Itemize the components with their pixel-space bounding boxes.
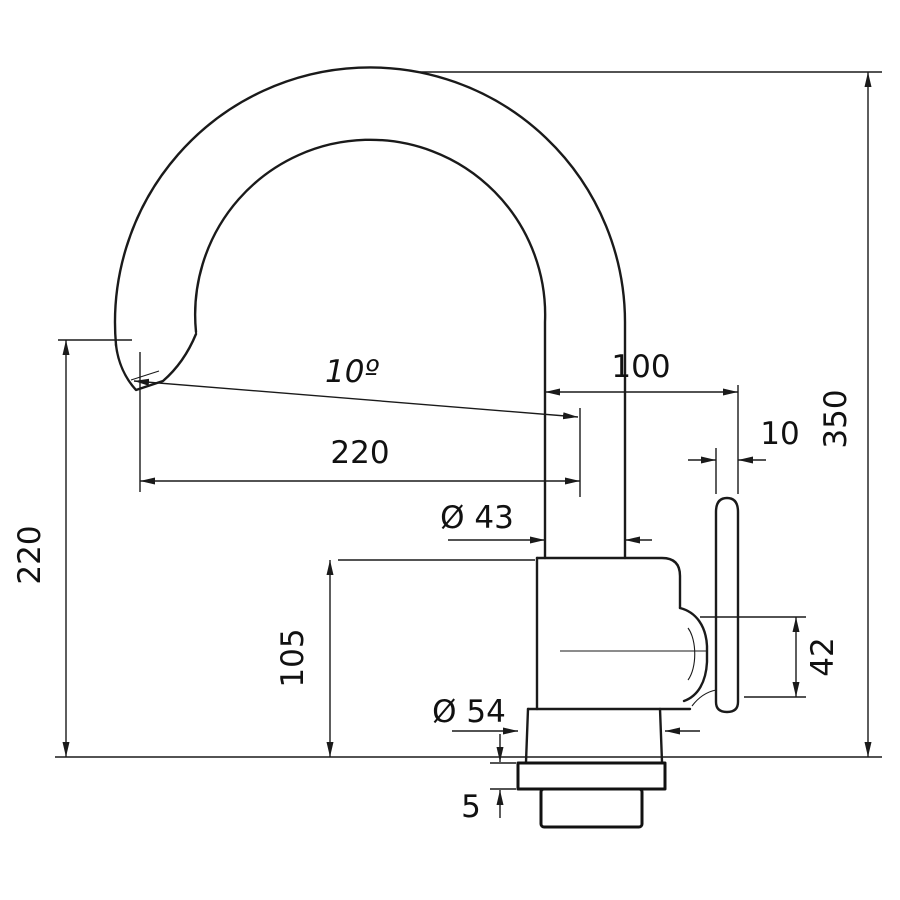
base-left-side bbox=[524, 707, 530, 764]
dimension-spout-height: 220 bbox=[12, 340, 70, 757]
mounting-shank bbox=[539, 787, 644, 829]
dim-line-angle bbox=[133, 378, 579, 420]
dim-label-5: 5 bbox=[461, 789, 481, 825]
dim-label-d54: Ø 54 bbox=[432, 694, 506, 730]
lever-joint bbox=[678, 606, 709, 703]
lever-connector bbox=[691, 689, 717, 707]
dimension-joint-height: 42 bbox=[792, 617, 841, 697]
lever-joint-detail bbox=[687, 627, 696, 681]
dimension-top-offset: 100 bbox=[545, 349, 738, 396]
dim-label-42: 42 bbox=[805, 637, 841, 676]
dim-label-220-horizontal: 220 bbox=[330, 435, 389, 471]
dimension-plate-thickness: 5 bbox=[461, 734, 504, 825]
dimension-spout-diameter: Ø 43 bbox=[440, 500, 652, 544]
spout-inner-arc bbox=[194, 138, 547, 560]
dimension-base-diameter: Ø 54 bbox=[432, 694, 700, 735]
spout-outer-arc bbox=[113, 66, 627, 560]
dim-label-angle: 10º bbox=[325, 354, 379, 390]
dim-label-350: 350 bbox=[818, 389, 854, 448]
faucet-outline bbox=[113, 66, 740, 829]
dim-label-10: 10 bbox=[760, 416, 799, 452]
dimension-body-height: 105 bbox=[275, 560, 334, 757]
dim-label-d43: Ø 43 bbox=[440, 500, 514, 536]
spout-tip bbox=[114, 332, 198, 392]
dimension-lever-width: 10 bbox=[688, 416, 800, 464]
lever-handle bbox=[714, 496, 740, 714]
body-top bbox=[535, 556, 682, 610]
dim-label-105: 105 bbox=[275, 628, 311, 687]
dimension-spout-reach: 220 bbox=[140, 435, 580, 485]
dimensions: 350 220 10º 220 100 10 bbox=[12, 72, 872, 825]
dimension-spout-angle: 10º bbox=[133, 354, 579, 420]
reference-lines bbox=[55, 71, 882, 790]
dim-label-220-vertical: 220 bbox=[12, 525, 48, 584]
dim-label-100: 100 bbox=[611, 349, 670, 385]
spout-aerator-line bbox=[130, 370, 160, 381]
dimension-total-height: 350 bbox=[818, 72, 872, 757]
base-right-side bbox=[658, 707, 664, 764]
base-flange bbox=[516, 761, 667, 791]
